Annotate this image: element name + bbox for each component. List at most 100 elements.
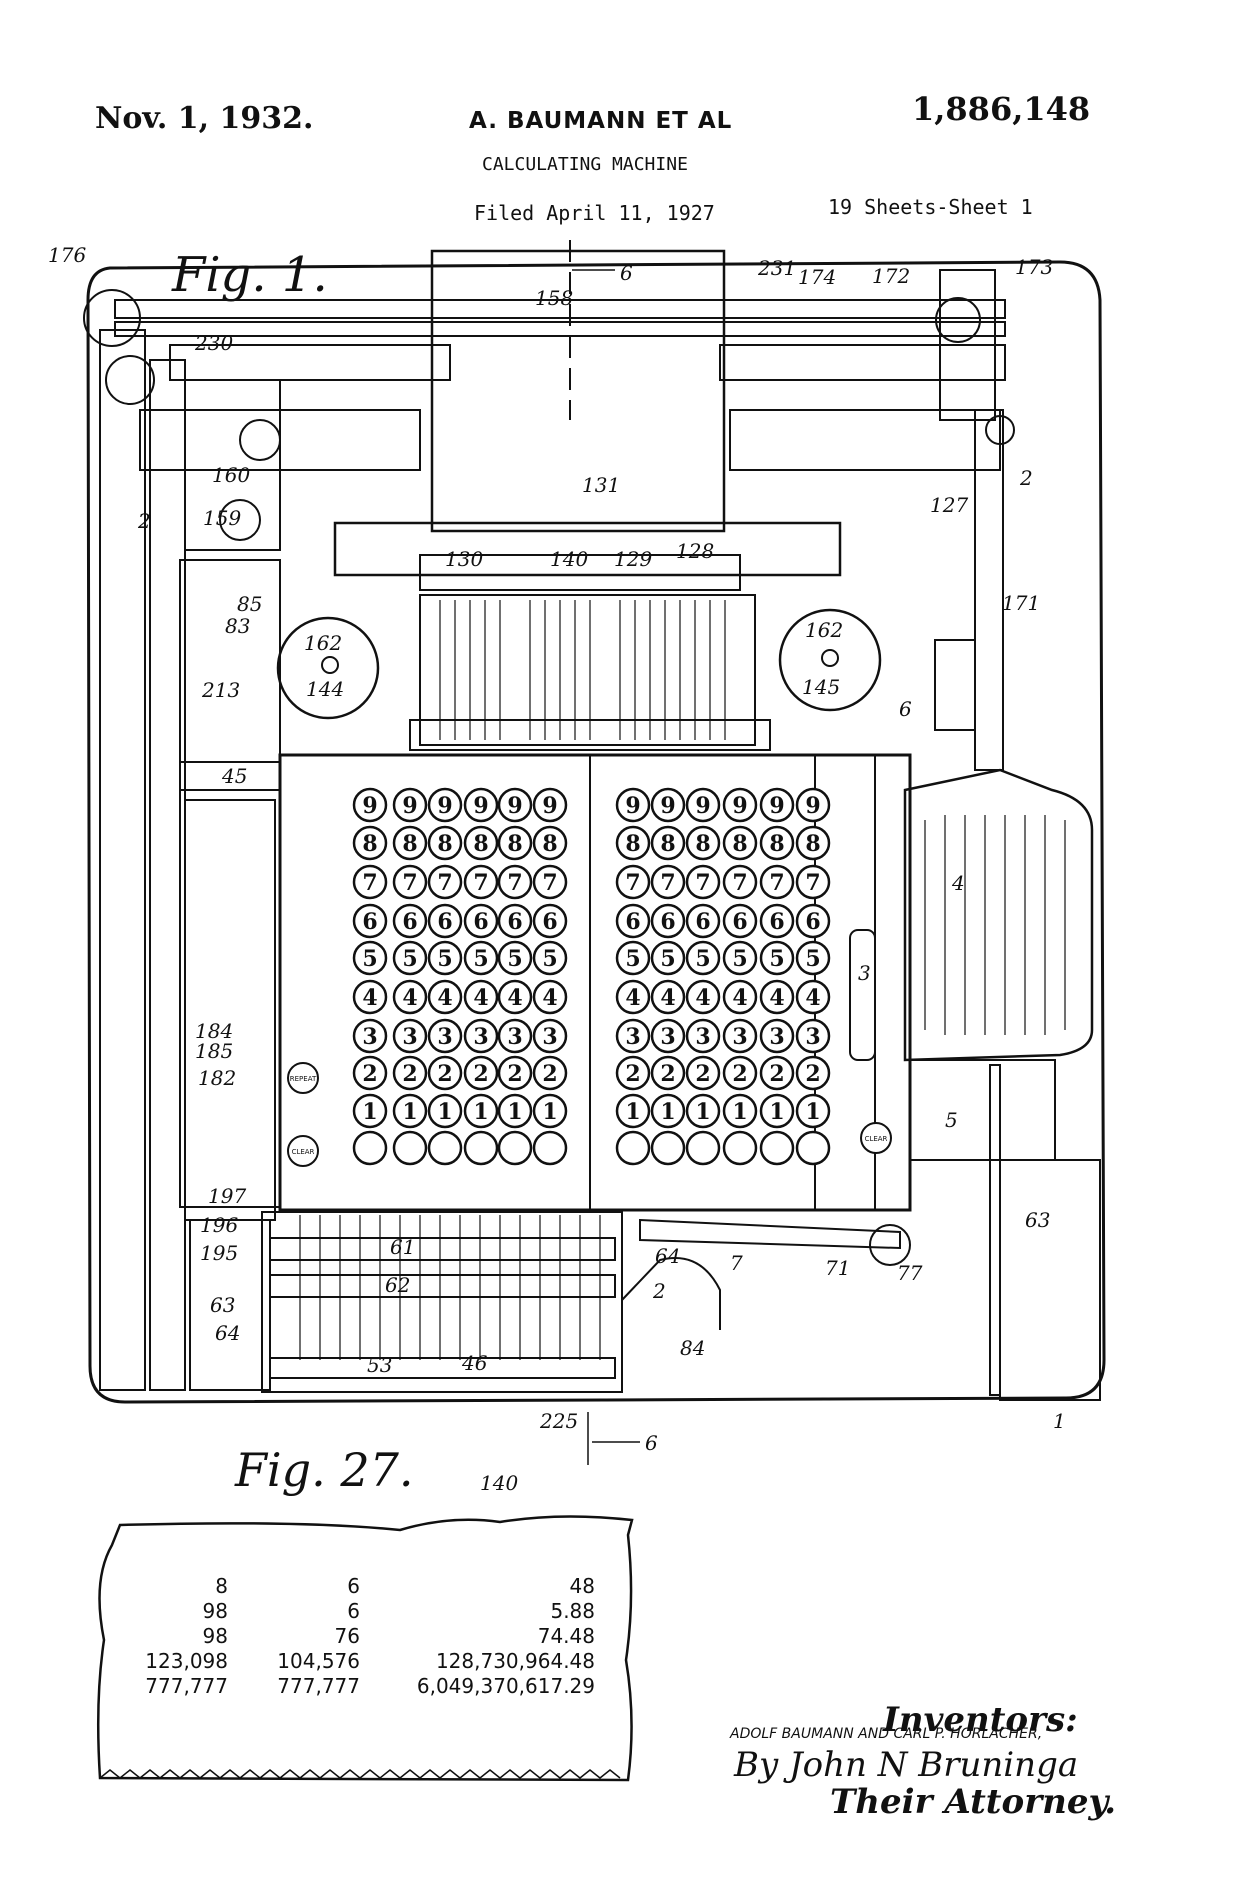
key-8 (352, 825, 388, 861)
key-7 (650, 864, 686, 900)
key-7 (685, 864, 721, 900)
key-label: 2 (437, 1061, 452, 1087)
key-label: 9 (769, 793, 784, 819)
blank-key (722, 1130, 758, 1166)
blank-key (392, 1130, 428, 1166)
key-4 (427, 979, 463, 1015)
key-9 (427, 787, 463, 823)
key-5 (532, 940, 568, 976)
key-3 (463, 1018, 499, 1054)
figure-1-label: Fig. 1. (172, 247, 328, 303)
key-1 (427, 1093, 463, 1129)
key-label: 2 (732, 1061, 747, 1087)
key-4 (722, 979, 758, 1015)
key-1 (463, 1093, 499, 1129)
key-label: 7 (437, 870, 452, 896)
key-4 (685, 979, 721, 1015)
tape-value: 104,576 (277, 1649, 360, 1673)
key-label: 8 (437, 831, 452, 857)
key-8 (427, 825, 463, 861)
key-label: 9 (437, 793, 452, 819)
key-label: 4 (507, 985, 522, 1011)
key-5 (352, 940, 388, 976)
reference-numeral: 184 (195, 1019, 233, 1043)
attorney-signature: By John N Bruninga (734, 1745, 1079, 1785)
key-label: 6 (507, 909, 522, 935)
tape-serrated-edge (99, 1769, 621, 1779)
key-5 (497, 940, 533, 976)
key-6 (650, 903, 686, 939)
key-label: 3 (473, 1024, 488, 1050)
key-7 (427, 864, 463, 900)
key-label: 9 (732, 793, 747, 819)
key-label: 3 (732, 1024, 747, 1050)
key-label: 7 (625, 870, 640, 896)
reference-numeral: 128 (676, 539, 714, 563)
tape-value: 5.88 (550, 1599, 595, 1623)
reference-numeral: 172 (872, 264, 910, 288)
inventors-heading: Inventors: (883, 1700, 1078, 1740)
key-6 (497, 903, 533, 939)
reference-numeral: 77 (897, 1261, 923, 1285)
key-5 (427, 940, 463, 976)
reference-numeral: 6 (645, 1431, 658, 1455)
reference-numeral: 45 (221, 764, 247, 788)
reference-numeral: 173 (1015, 255, 1053, 279)
blank-key (463, 1130, 499, 1166)
key-label: 3 (769, 1024, 784, 1050)
reference-numeral: 162 (304, 631, 342, 655)
key-2 (463, 1055, 499, 1091)
key-4 (615, 979, 651, 1015)
key-9 (795, 787, 831, 823)
reference-numeral: 61 (390, 1235, 415, 1259)
key-9 (352, 787, 388, 823)
key-label: 9 (695, 793, 710, 819)
tape-value: 123,098 (145, 1649, 228, 1673)
key-label: 8 (362, 831, 377, 857)
key-label: 4 (732, 985, 747, 1011)
key-label: 1 (660, 1099, 675, 1125)
key-2 (685, 1055, 721, 1091)
reference-numeral: 129 (614, 547, 652, 571)
key-label: 7 (362, 870, 377, 896)
patent-title: CALCULATING MACHINE (482, 154, 688, 175)
key-label: 4 (362, 985, 377, 1011)
key-label: 8 (805, 831, 820, 857)
key-8 (795, 825, 831, 861)
key-label: 7 (660, 870, 675, 896)
reference-numeral: 231 (757, 256, 796, 280)
machine-drawing (83, 240, 1106, 1465)
blank-key (650, 1130, 686, 1166)
inventor-names: ADOLF BAUMANN AND CARL P. HORLACHER, (730, 1726, 1043, 1742)
key-1 (615, 1093, 651, 1129)
key-label: 8 (402, 831, 417, 857)
key-2 (427, 1055, 463, 1091)
tape-value: 777,777 (277, 1674, 360, 1698)
key-9 (650, 787, 686, 823)
key-1 (352, 1093, 388, 1129)
reference-numeral: 130 (445, 547, 483, 571)
key-1 (722, 1093, 758, 1129)
key-1 (497, 1093, 533, 1129)
key-5 (615, 940, 651, 976)
key-1 (795, 1093, 831, 1129)
key-label: 9 (542, 793, 557, 819)
key-3 (795, 1018, 831, 1054)
blank-key (532, 1130, 568, 1166)
key-label: 5 (732, 946, 747, 972)
key-label: 7 (732, 870, 747, 896)
key-label: 8 (732, 831, 747, 857)
figure-27-label: Fig. 27. (235, 1443, 414, 1497)
blank-key (759, 1130, 795, 1166)
key-label: 3 (625, 1024, 640, 1050)
key-2 (795, 1055, 831, 1091)
tape-value: 98 (203, 1624, 228, 1648)
reference-numeral: 196 (200, 1213, 238, 1237)
key-9 (685, 787, 721, 823)
key-label: 2 (695, 1061, 710, 1087)
key-2 (759, 1055, 795, 1091)
reference-numeral: 213 (201, 678, 240, 702)
key-3 (722, 1018, 758, 1054)
key-label: 6 (437, 909, 452, 935)
key-2 (650, 1055, 686, 1091)
